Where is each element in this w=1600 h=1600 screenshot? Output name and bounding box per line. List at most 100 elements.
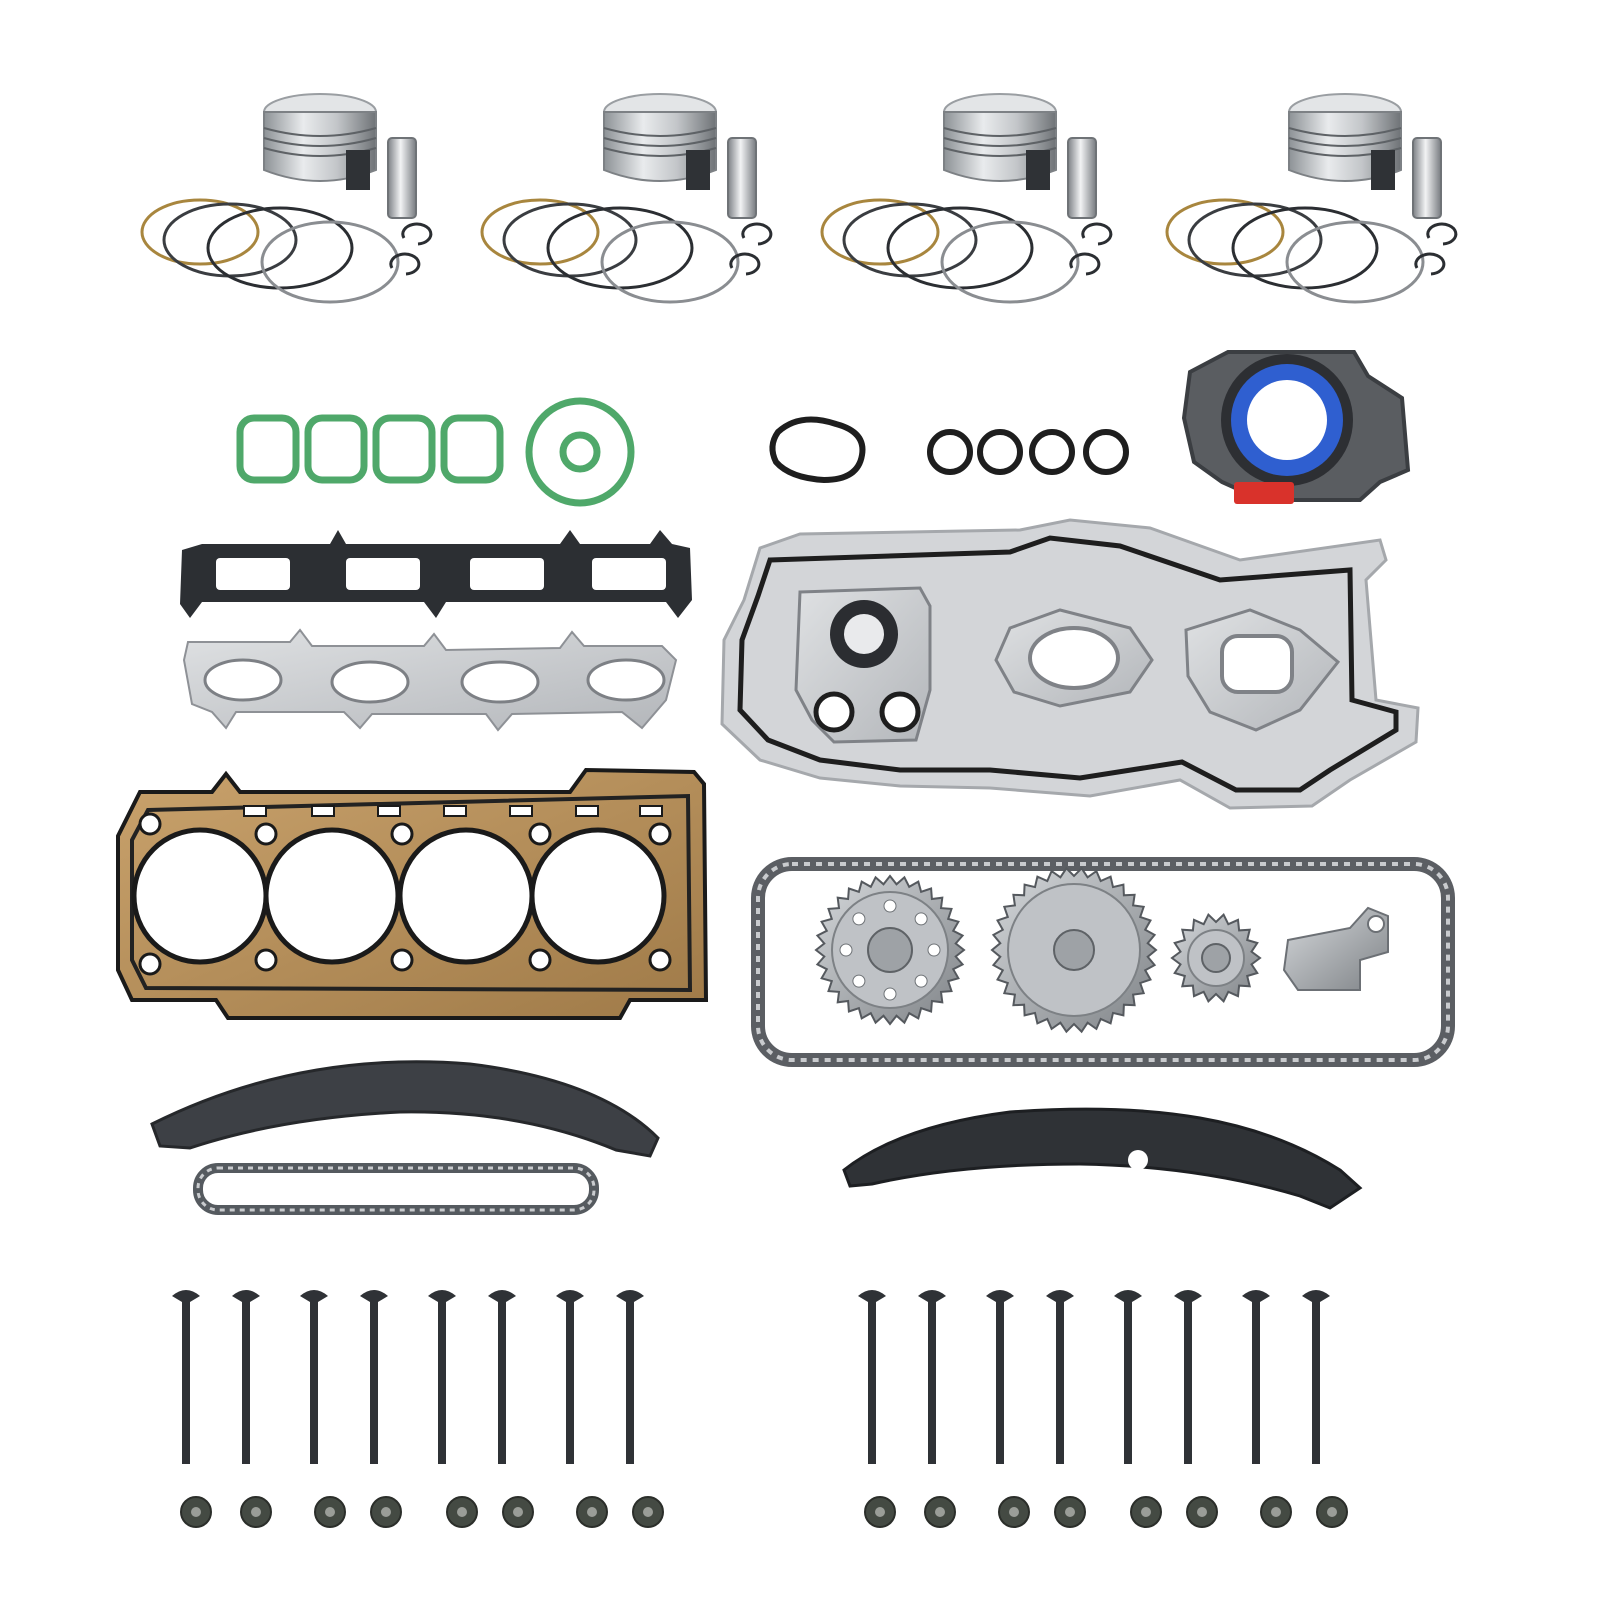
- circlip: [1069, 252, 1101, 276]
- valve: [556, 1290, 584, 1464]
- circlip: [1414, 252, 1446, 276]
- cylinder-bore: [529, 827, 667, 965]
- piston-ring: [1165, 198, 1285, 266]
- piston-ring: [820, 198, 940, 266]
- valve: [986, 1290, 1014, 1464]
- intake-seal: [440, 414, 504, 484]
- cylinder-head-gasket: [116, 767, 709, 1020]
- valve-stem-seals-right: [864, 1496, 1348, 1528]
- piston-set-3: [820, 93, 1113, 304]
- circlip: [401, 222, 433, 246]
- head-bolt-hole: [138, 952, 162, 976]
- piston-ring: [1285, 220, 1425, 304]
- camshaft-sprocket: [814, 874, 966, 1026]
- throttle-body-seal-green: [525, 397, 635, 507]
- oil-passage: [311, 805, 335, 817]
- slide-guide-rail: [842, 1107, 1363, 1210]
- valve: [1302, 1290, 1330, 1464]
- piston-sets-row: [140, 93, 1458, 304]
- tensioner-guide-rail: [150, 1060, 660, 1158]
- piston-ring: [162, 202, 298, 278]
- piston-set-1: [140, 93, 433, 304]
- piston-set-4: [1165, 93, 1458, 304]
- cylinder-bore: [263, 827, 401, 965]
- valve: [232, 1290, 260, 1464]
- valve-stem-seals-left: [180, 1496, 664, 1528]
- valve: [428, 1290, 456, 1464]
- head-bolt-hole: [648, 822, 672, 846]
- exhaust-manifold-gasket: [182, 628, 678, 732]
- egr-flange-gasket: [994, 608, 1154, 708]
- piston-ring: [206, 206, 354, 290]
- circlip: [729, 252, 761, 276]
- oil-passage: [639, 805, 663, 817]
- valve: [918, 1290, 946, 1464]
- intake-manifold-seals: [236, 414, 504, 484]
- chain-tensioner: [1282, 906, 1389, 991]
- turbo-flange-gasket: [1184, 608, 1341, 732]
- piston-pin: [727, 137, 757, 219]
- cylinder-bore: [397, 827, 535, 965]
- timing-chain-long: [751, 857, 1455, 1067]
- valve: [300, 1290, 328, 1464]
- water-pump-gasket: [794, 586, 932, 744]
- valve: [360, 1290, 388, 1464]
- intake-seal: [236, 414, 300, 484]
- circlip: [389, 252, 421, 276]
- piston-ring: [886, 206, 1034, 290]
- piston-ring: [1231, 206, 1379, 290]
- oil-passage: [575, 805, 599, 817]
- head-bolt-hole: [528, 948, 552, 972]
- head-bolt-hole: [390, 822, 414, 846]
- round-seal: [927, 429, 973, 475]
- valve: [172, 1290, 200, 1464]
- valve: [1174, 1290, 1202, 1464]
- intake-seal: [304, 414, 368, 484]
- piston-pin: [1412, 137, 1442, 219]
- intake-seal: [372, 414, 436, 484]
- round-seals-black: [927, 429, 1129, 475]
- piston-ring: [842, 202, 978, 278]
- oil-passage: [443, 805, 467, 817]
- head-bolt-hole: [648, 948, 672, 972]
- circlip: [1081, 222, 1113, 246]
- camshaft-adjuster-phaser: [990, 866, 1158, 1034]
- circlip: [1426, 222, 1458, 246]
- valve: [616, 1290, 644, 1464]
- piston-ring: [480, 198, 600, 266]
- valve: [858, 1290, 886, 1464]
- circlip: [741, 222, 773, 246]
- piston-ring: [600, 220, 740, 304]
- piston-pin: [1067, 137, 1097, 219]
- valve: [1046, 1290, 1074, 1464]
- piston-pin: [387, 137, 417, 219]
- oil-cooler-seal: [769, 416, 866, 484]
- crankshaft-sprocket: [1170, 913, 1262, 1003]
- valve: [488, 1290, 516, 1464]
- piston-ring: [940, 220, 1080, 304]
- round-seal: [1029, 429, 1075, 475]
- round-seal: [977, 429, 1023, 475]
- valve: [1114, 1290, 1142, 1464]
- piston-ring: [1187, 202, 1323, 278]
- piston-set-2: [480, 93, 773, 304]
- valve: [1242, 1290, 1270, 1464]
- head-bolt-hole: [528, 822, 552, 846]
- head-bolt-hole: [390, 948, 414, 972]
- piston-ring: [546, 206, 694, 290]
- oil-passage: [509, 805, 533, 817]
- cylinder-bore: [131, 827, 269, 965]
- rear-main-seal-housing: [1181, 350, 1411, 504]
- piston-ring: [260, 220, 400, 304]
- piston-ring: [140, 198, 260, 266]
- intake-valves: [172, 1290, 644, 1464]
- head-bolt-hole: [254, 948, 278, 972]
- exhaust-valves: [858, 1290, 1330, 1464]
- timing-chain-short: [193, 1163, 599, 1215]
- piston-ring: [502, 202, 638, 278]
- oil-passage: [377, 805, 401, 817]
- intake-manifold-gasket: [180, 530, 692, 618]
- round-seal: [1083, 429, 1129, 475]
- head-bolt-hole: [254, 822, 278, 846]
